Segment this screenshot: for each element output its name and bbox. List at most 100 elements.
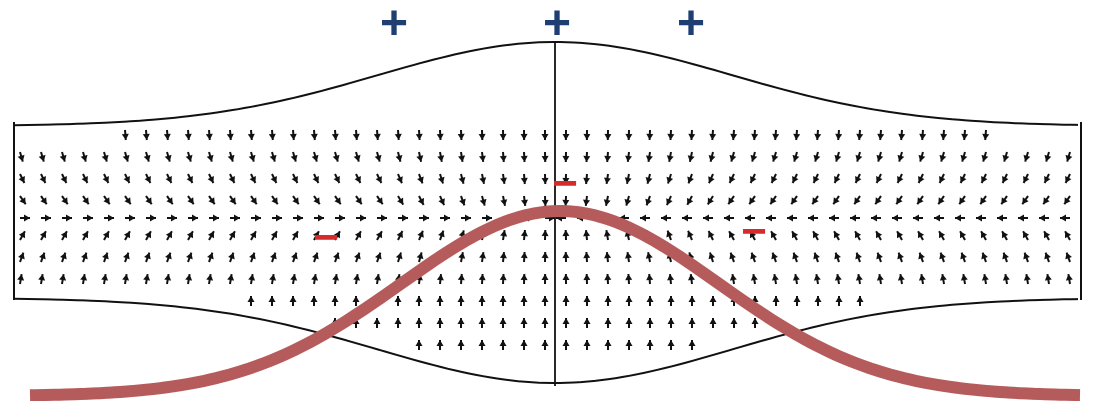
- arrowhead-icon: [249, 252, 256, 260]
- arrowhead-icon: [270, 231, 277, 239]
- arrowhead-icon: [792, 252, 799, 260]
- arrowhead-icon: [583, 230, 591, 237]
- wave-curve: [29, 205, 1081, 401]
- arrowhead-icon: [562, 177, 570, 184]
- arrowhead-icon: [24, 214, 30, 222]
- arrowhead-icon: [583, 133, 591, 140]
- arrowhead-icon: [1002, 231, 1009, 239]
- arrowhead-icon: [792, 231, 799, 239]
- arrowhead-icon: [897, 274, 905, 281]
- arrowhead-icon: [855, 176, 862, 183]
- arrowhead-icon: [625, 340, 633, 346]
- arrowhead-icon: [187, 197, 194, 205]
- arrowhead-icon: [249, 231, 256, 239]
- arrowhead-icon: [791, 197, 798, 205]
- arrowhead-icon: [39, 231, 46, 239]
- arrowhead-icon: [499, 318, 507, 324]
- arrowhead-icon: [373, 318, 381, 324]
- arrowhead-icon: [269, 274, 277, 281]
- arrowhead-icon: [291, 231, 298, 239]
- arrowhead-icon: [520, 177, 528, 184]
- arrowhead-icon: [150, 214, 156, 222]
- arrowhead-icon: [499, 155, 507, 162]
- arrowhead-icon: [457, 296, 465, 302]
- arrowhead-icon: [1065, 231, 1072, 239]
- arrowhead-icon: [396, 231, 403, 238]
- arrowhead-icon: [17, 154, 25, 162]
- arrowhead-icon: [939, 274, 947, 281]
- arrowhead-icon: [268, 133, 276, 140]
- arrowhead-icon: [604, 274, 612, 281]
- arrowhead-icon: [708, 252, 716, 260]
- minus-sign-icon: −: [313, 213, 339, 262]
- arrowhead-icon: [682, 214, 688, 222]
- arrowhead-icon: [918, 231, 925, 239]
- arrowhead-icon: [604, 177, 611, 184]
- arrowhead-icon: [313, 197, 320, 205]
- arrowhead-icon: [457, 133, 465, 140]
- arrowhead-icon: [814, 133, 822, 140]
- arrowhead-icon: [687, 230, 694, 238]
- arrowhead-icon: [562, 252, 570, 259]
- arrowhead-icon: [500, 177, 507, 184]
- arrowhead-icon: [186, 252, 193, 260]
- arrowhead-icon: [583, 340, 591, 346]
- arrowhead-icon: [394, 318, 402, 324]
- arrowhead-icon: [381, 214, 387, 222]
- arrowhead-icon: [457, 274, 465, 281]
- arrowhead-icon: [562, 296, 570, 302]
- arrowhead-icon: [939, 231, 946, 239]
- arrowhead-icon: [730, 318, 738, 324]
- arrowhead-icon: [185, 274, 193, 281]
- arrowhead-icon: [478, 296, 486, 302]
- arrowhead-icon: [478, 318, 486, 324]
- arrowhead-icon: [164, 154, 172, 162]
- arrowhead-icon: [38, 154, 46, 162]
- arrowhead-icon: [352, 133, 360, 140]
- arrowhead-icon: [855, 154, 863, 162]
- arrowhead-icon: [729, 252, 736, 260]
- arrowhead-icon: [39, 176, 46, 183]
- arrowhead-icon: [436, 318, 444, 324]
- arrowhead-icon: [18, 176, 25, 183]
- arrowhead-icon: [729, 231, 736, 239]
- arrowhead-icon: [311, 274, 319, 281]
- arrowhead-icon: [332, 274, 340, 281]
- arrowhead-icon: [813, 231, 820, 239]
- arrowhead-icon: [1060, 214, 1066, 222]
- arrowhead-icon: [165, 176, 172, 183]
- arrowhead-icon: [360, 214, 366, 222]
- arrowhead-icon: [709, 296, 717, 302]
- arrowhead-icon: [604, 340, 612, 346]
- arrowhead-icon: [939, 154, 947, 162]
- arrowhead-icon: [876, 231, 883, 239]
- arrowhead-icon: [208, 197, 215, 205]
- arrowhead-icon: [143, 274, 151, 281]
- arrowhead-icon: [808, 214, 814, 222]
- arrowhead-icon: [624, 177, 632, 184]
- arrowhead-icon: [960, 252, 967, 260]
- arrowhead-icon: [730, 133, 738, 140]
- arrowhead-icon: [276, 214, 282, 222]
- arrowhead-icon: [192, 214, 198, 222]
- arrowhead-icon: [856, 133, 864, 140]
- arrowhead-icon: [625, 155, 632, 162]
- arrowhead-icon: [661, 214, 667, 222]
- arrowhead-icon: [1002, 252, 1009, 260]
- arrowhead-icon: [729, 274, 737, 281]
- arrowhead-icon: [397, 197, 404, 205]
- arrowhead-icon: [1001, 197, 1008, 205]
- arrowhead-icon: [583, 318, 591, 324]
- arrowhead-icon: [959, 197, 966, 205]
- arrowhead-icon: [290, 154, 298, 162]
- arrowhead-icon: [645, 252, 653, 259]
- arrowhead-icon: [39, 252, 46, 260]
- arrowhead-icon: [834, 154, 842, 162]
- arrowhead-icon: [375, 176, 382, 183]
- arrowhead-icon: [981, 252, 988, 260]
- arrowhead-icon: [772, 296, 780, 302]
- arrowhead-icon: [892, 214, 898, 222]
- positive-sign-1: +: [380, 0, 408, 50]
- arrowhead-icon: [207, 252, 214, 260]
